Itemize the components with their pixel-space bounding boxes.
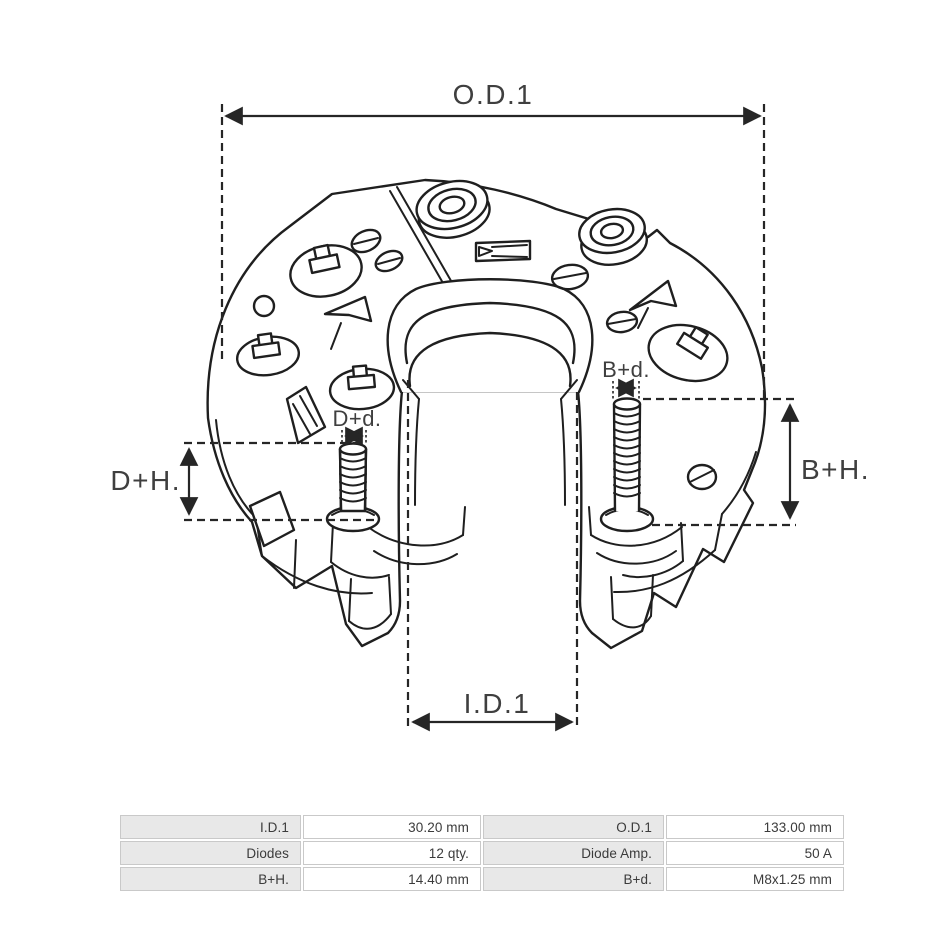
dimension-id1: I.D.1: [406, 380, 579, 732]
spec-label-b-plus-h: B+H.: [120, 867, 301, 891]
dimension-d-plus-h: D+H.: [110, 441, 380, 522]
id1-label: I.D.1: [464, 688, 531, 719]
spec-label-od1: O.D.1: [483, 815, 664, 839]
spec-label-diode-amp: Diode Amp.: [483, 841, 664, 865]
dimension-od1: O.D.1: [220, 79, 766, 398]
d-plus-h-label: D+H.: [110, 465, 181, 496]
embossed-arrow-left: [323, 295, 373, 350]
b-plus-d-label: B+d.: [602, 357, 650, 382]
left-foot: [248, 490, 466, 630]
spec-value-b-plus-h: 14.40 mm: [303, 867, 481, 891]
diode-terminal-2: [235, 332, 301, 377]
spec-value-od1: 133.00 mm: [666, 815, 844, 839]
diode-terminal-3: [328, 364, 396, 411]
spec-label-id1: I.D.1: [120, 815, 301, 839]
spec-value-diode-amp: 50 A: [666, 841, 844, 865]
spec-label-diodes: Diodes: [120, 841, 301, 865]
dimension-b-plus-h: B+H.: [643, 397, 870, 527]
rectifier-part: [206, 178, 767, 650]
diode-terminal-4: [647, 323, 729, 383]
small-holes: [252, 228, 718, 491]
b-plus-h-label: B+H.: [801, 454, 870, 485]
right-terminal-stud: [599, 397, 655, 533]
spec-value-diodes: 12 qty.: [303, 841, 481, 865]
spec-value-b-plus-d: M8x1.25 mm: [666, 867, 844, 891]
od1-label: O.D.1: [453, 79, 534, 110]
diode-terminal-1: [289, 243, 363, 298]
spec-value-id1: 30.20 mm: [303, 815, 481, 839]
embossed-arrow-right: [628, 279, 678, 329]
right-foot: [588, 506, 723, 629]
rectifier-technical-drawing: O.D.1 D+H. D+d. B+d. B+H. I.D.1: [110, 79, 870, 732]
slot-diagonal: [285, 385, 327, 445]
dimension-b-plus-d: B+d.: [602, 357, 650, 401]
top-right-boss: [578, 207, 648, 266]
top-left-boss: [415, 179, 491, 239]
d-plus-d-label: D+d.: [332, 406, 381, 431]
spec-label-b-plus-d: B+d.: [483, 867, 664, 891]
plate-seam-lines: [215, 186, 757, 519]
central-bore-arch: [386, 278, 594, 506]
dimension-d-plus-d: D+d.: [332, 406, 381, 446]
slot-horizontal: [474, 239, 532, 263]
spec-table: I.D.1 30.20 mm O.D.1 133.00 mm Diodes 12…: [120, 815, 845, 891]
